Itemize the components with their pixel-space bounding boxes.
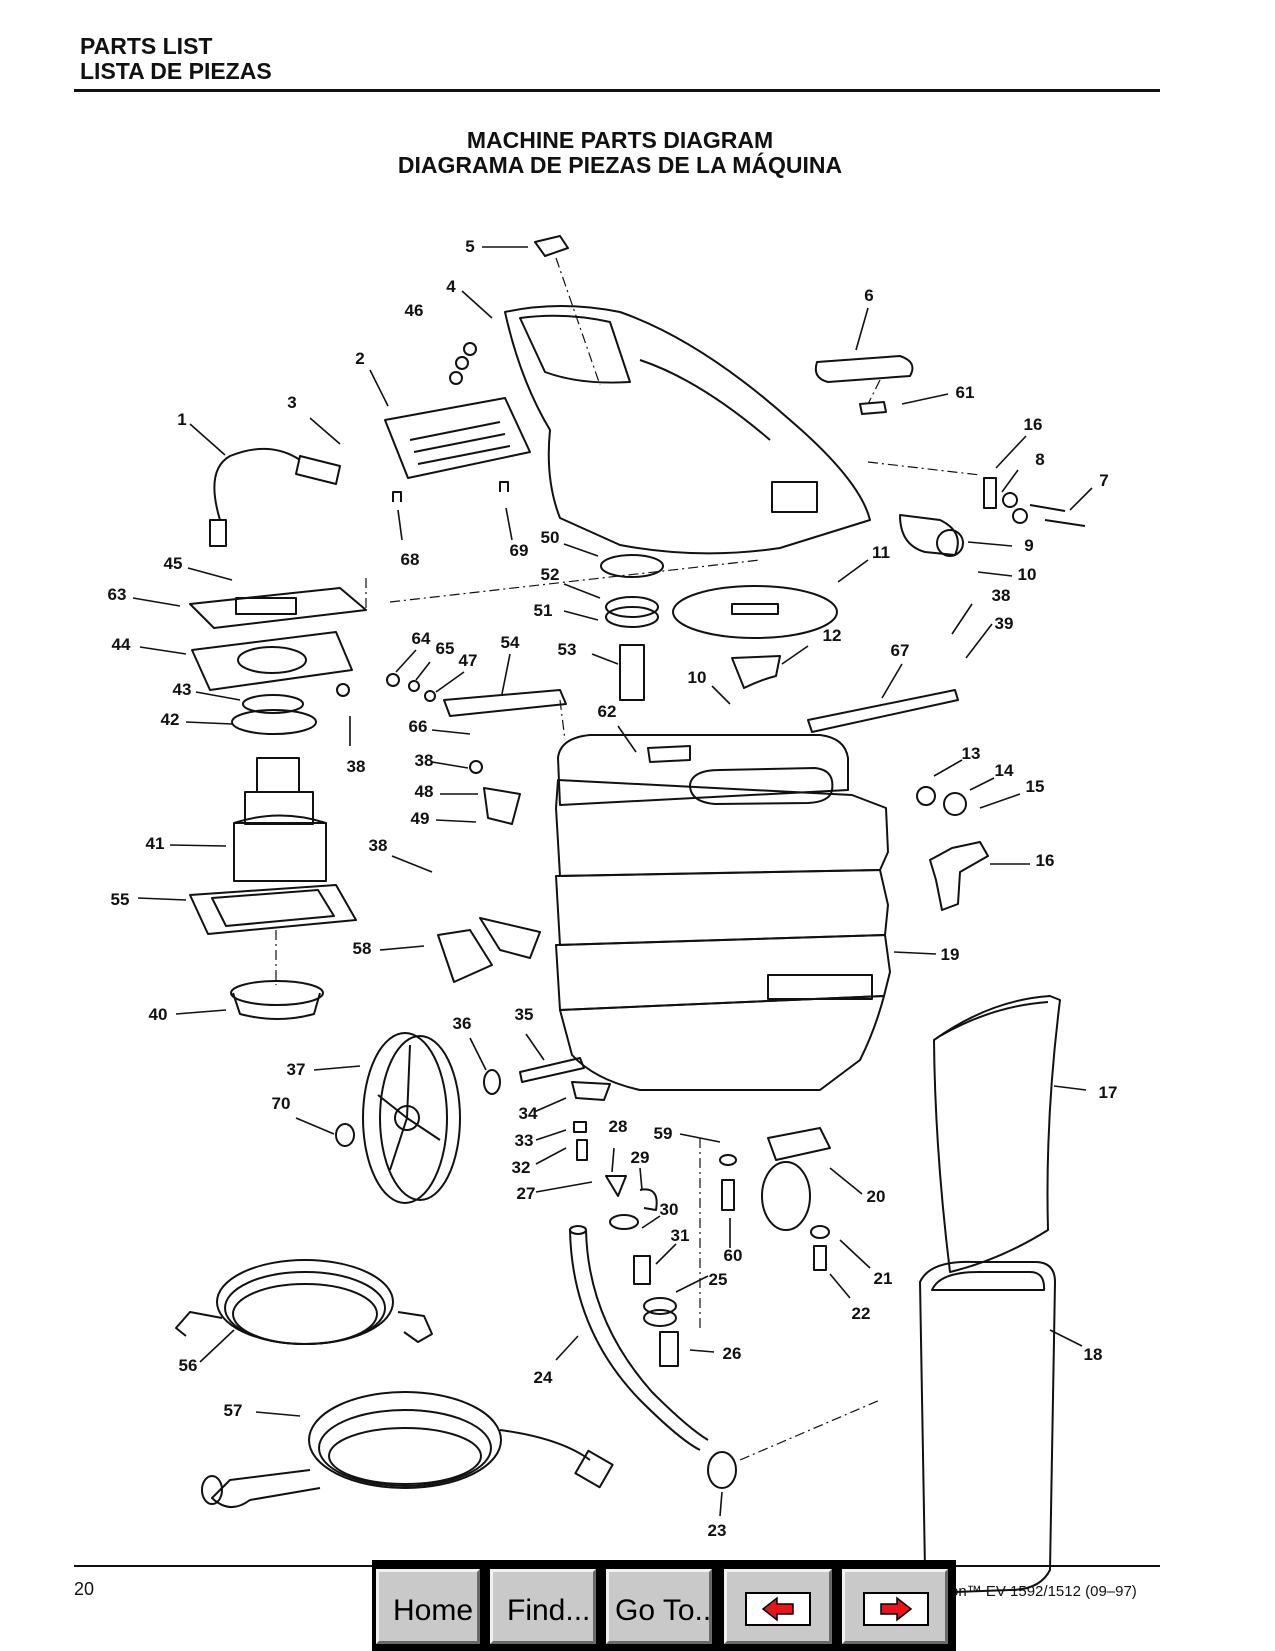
callout-label: 35 <box>514 1005 534 1024</box>
callout-label: 51 <box>533 601 553 620</box>
callout-label: 46 <box>404 301 424 320</box>
callout-label: 59 <box>653 1124 673 1143</box>
callout-label: 5 <box>465 237 475 256</box>
callout-label: 16 <box>1023 415 1043 434</box>
callout-label: 38 <box>346 757 366 776</box>
callout-label: 34 <box>518 1104 538 1123</box>
callout-label: 28 <box>608 1117 628 1136</box>
callout-label: 37 <box>286 1060 306 1079</box>
callout-label: 68 <box>400 550 420 569</box>
previous-page-button[interactable] <box>724 1569 832 1644</box>
callout-label: 7 <box>1099 471 1109 490</box>
red-right-arrow-icon <box>863 1592 929 1626</box>
callout-label: 13 <box>961 744 981 763</box>
callout-label: 70 <box>271 1094 291 1113</box>
page-number: 20 <box>74 1579 95 1599</box>
callout-label: 40 <box>148 1005 168 1024</box>
callout-label: 44 <box>111 635 131 654</box>
callout-label: 23 <box>707 1521 727 1540</box>
find-button-label: Find... <box>507 1594 591 1627</box>
callout-label: 15 <box>1025 777 1045 796</box>
callout-label: 43 <box>172 680 192 699</box>
navigation-bar: Home Find... Go To.. <box>372 1560 956 1651</box>
callout-label: 39 <box>994 614 1014 633</box>
callout-label: 27 <box>516 1184 536 1203</box>
callout-label: 64 <box>411 629 431 648</box>
callout-label: 42 <box>160 710 180 729</box>
header-rule <box>74 89 1160 92</box>
callout-label: 38 <box>991 586 1011 605</box>
callout-label: 41 <box>145 834 165 853</box>
callout-label: 36 <box>452 1014 472 1033</box>
callout-label: 56 <box>178 1356 198 1375</box>
callout-label: 57 <box>223 1401 243 1420</box>
next-page-button[interactable] <box>842 1569 948 1644</box>
callout-label: 2 <box>355 349 365 368</box>
callout-label: 60 <box>723 1246 743 1265</box>
find-button[interactable]: Find... <box>490 1569 596 1644</box>
callout-label: 8 <box>1035 450 1045 469</box>
callout-label: 22 <box>851 1304 871 1323</box>
callout-label: 10 <box>1017 565 1037 584</box>
callout-label: 3 <box>287 393 297 412</box>
callout-label: 67 <box>890 641 910 660</box>
callout-label: 18 <box>1083 1345 1103 1364</box>
callout-label: 49 <box>410 809 430 828</box>
callout-label: 10 <box>687 668 707 687</box>
callout-label: 54 <box>500 633 520 652</box>
callout-label: 6 <box>864 286 874 305</box>
callout-label: 52 <box>540 565 560 584</box>
callout-label: 14 <box>994 761 1014 780</box>
callout-label: 65 <box>435 639 455 658</box>
callout-label: 32 <box>511 1158 531 1177</box>
callout-label: 53 <box>557 640 577 659</box>
callout-label: 38 <box>414 751 434 770</box>
callout-label: 20 <box>866 1187 886 1206</box>
callout-label: 30 <box>659 1200 679 1219</box>
callout-label: 17 <box>1098 1083 1118 1102</box>
header-line-1: PARTS LIST <box>80 33 213 59</box>
callout-label: 1 <box>177 410 187 429</box>
callout-label: 26 <box>722 1344 742 1363</box>
callout-label: 31 <box>670 1226 690 1245</box>
header-line-2: LISTA DE PIEZAS <box>80 58 272 84</box>
home-button-label: Home <box>393 1594 474 1627</box>
diagram-title: MACHINE PARTS DIAGRAM <box>466 127 774 153</box>
callout-label: 4 <box>446 277 456 296</box>
left-arrow-shape <box>761 1596 794 1622</box>
callout-label: 62 <box>597 702 617 721</box>
callout-label: 25 <box>708 1270 728 1289</box>
callout-label: 55 <box>110 890 130 909</box>
go-to-button-label: Go To.. <box>615 1594 712 1627</box>
callout-label: 66 <box>408 717 428 736</box>
diagram-subtitle: DIAGRAMA DE PIEZAS DE LA MÁQUINA <box>397 152 843 178</box>
callout-label: 12 <box>822 626 842 645</box>
go-to-button[interactable]: Go To.. <box>606 1569 712 1644</box>
callout-label: 69 <box>509 541 529 560</box>
callout-label: 21 <box>873 1269 893 1288</box>
right-arrow-shape <box>880 1596 913 1622</box>
home-button[interactable]: Home <box>376 1569 480 1644</box>
callout-label: 24 <box>533 1368 553 1387</box>
callout-label: 33 <box>514 1131 534 1150</box>
callout-label: 61 <box>955 383 975 402</box>
callout-label: 16 <box>1035 851 1055 870</box>
callout-label: 9 <box>1024 536 1034 555</box>
callout-label: 48 <box>414 782 434 801</box>
callout-label: 38 <box>368 836 388 855</box>
callout-label: 29 <box>630 1148 650 1167</box>
footer-reference: on™ EV 1592/1512 (09–97) <box>950 1583 1137 1600</box>
callout-label: 11 <box>872 543 890 562</box>
callout-label: 63 <box>107 585 127 604</box>
callout-label: 19 <box>940 945 960 964</box>
red-left-arrow-icon <box>745 1592 811 1626</box>
callout-label: 45 <box>163 554 183 573</box>
callout-label: 50 <box>540 528 560 547</box>
callout-label: 58 <box>352 939 372 958</box>
callout-label: 47 <box>458 651 478 670</box>
